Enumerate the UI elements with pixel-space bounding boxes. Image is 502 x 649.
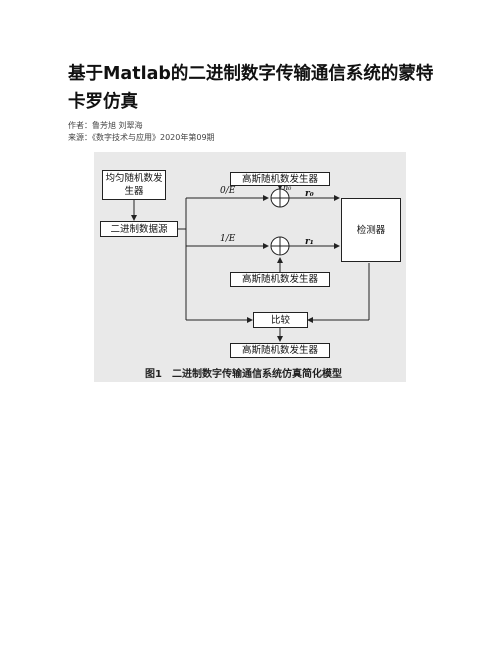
label-zero-e: 0/E: [220, 186, 236, 196]
label-n0: n₀: [283, 183, 292, 192]
uniform-rng-box: 均匀随机数发生器: [102, 170, 166, 200]
label-one-e: 1/E: [220, 234, 236, 244]
gauss-rng-bottom-box: 高斯随机数发生器: [230, 343, 330, 358]
gauss-rng-top-box: 高斯随机数发生器: [230, 172, 330, 186]
compare-box: 比较: [253, 312, 308, 328]
article-title: 基于Matlab的二进制数字传输通信系统的蒙特卡罗仿真: [68, 64, 434, 112]
detector-box: 检测器: [341, 198, 401, 262]
label-r0: r₀: [305, 189, 314, 199]
label-r1: r₁: [305, 237, 314, 247]
binary-source-box: 二进制数据源: [100, 221, 178, 237]
diagram-connections: [131, 184, 370, 342]
system-diagram: 均匀随机数发生器 二进制数据源 高斯随机数发生器 检测器 高斯随机数发生器 比较…: [94, 152, 406, 382]
figure-caption: 图1 二进制数字传输通信系统仿真简化模型: [145, 369, 342, 380]
gauss-rng-mid-box: 高斯随机数发生器: [230, 272, 330, 287]
author-line: 作者：鲁芳旭 刘翠海: [68, 121, 143, 130]
source-line: 来源：《数字技术与应用》2020年第09期: [68, 133, 215, 142]
